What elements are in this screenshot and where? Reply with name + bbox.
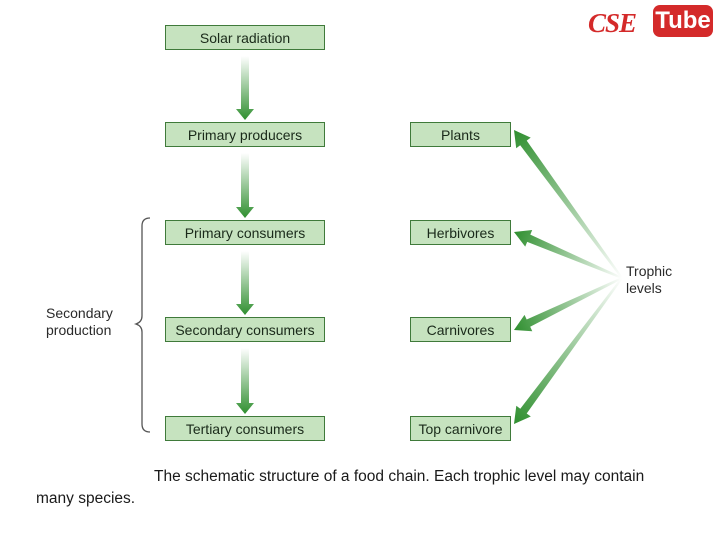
top-carnivore-box: Top carnivore (410, 416, 511, 441)
primary-producers-box: Primary producers (165, 122, 325, 147)
secondary-consumers-box: Secondary consumers (165, 317, 325, 342)
solar-radiation-box: Solar radiation (165, 25, 325, 50)
herbivores-box: Herbivores (410, 220, 511, 245)
flow-arrow-2 (236, 153, 254, 218)
flow-arrow-4 (236, 348, 254, 414)
primary-consumers-box: Primary consumers (165, 220, 325, 245)
cse-tube-logo: CSE Tube (588, 3, 716, 39)
flow-arrow-1 (236, 56, 254, 120)
carnivores-box: Carnivores (410, 317, 511, 342)
trophic-arrow-3 (514, 277, 623, 332)
trophic-levels-label: Trophic levels (626, 263, 673, 296)
tertiary-consumers-box: Tertiary consumers (165, 416, 325, 441)
secondary-production-bracket (133, 217, 151, 433)
plants-box: Plants (410, 122, 511, 147)
figure-caption: The schematic structure of a food chain.… (36, 468, 645, 507)
flow-arrow-3 (236, 251, 254, 315)
trophic-arrow-2 (514, 230, 623, 279)
secondary-production-label: Secondary production (46, 305, 113, 338)
trophic-arrow-1 (514, 130, 623, 279)
trophic-arrow-4 (514, 277, 623, 424)
